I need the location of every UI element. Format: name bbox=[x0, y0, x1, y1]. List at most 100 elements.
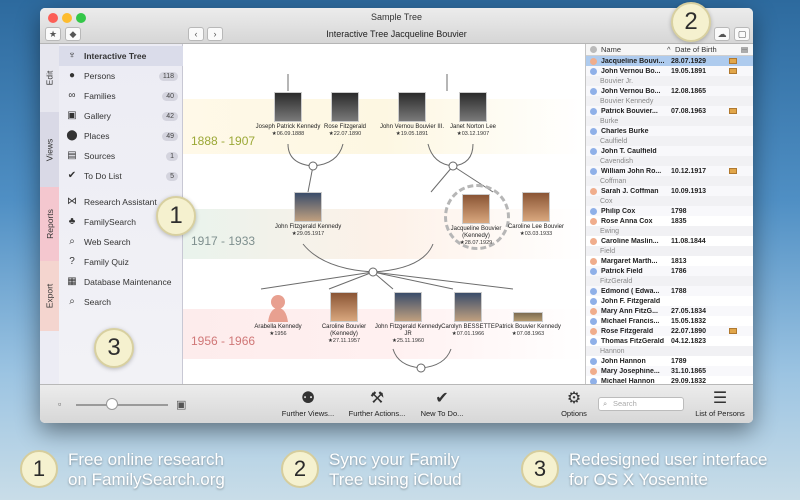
callout-2: 2 bbox=[671, 2, 711, 42]
zoom-slider-track[interactable] bbox=[76, 404, 168, 406]
list-item[interactable]: John F. Fitzgerald bbox=[586, 296, 753, 306]
list-item[interactable]: Mary Josephine...31.10.1865 bbox=[586, 366, 753, 376]
male-icon bbox=[590, 147, 597, 155]
sidebar-item-gallery[interactable]: ▣ Gallery 42 bbox=[59, 106, 183, 126]
sidebar-item-database-maintenance[interactable]: ▦ Database Maintenance bbox=[59, 272, 183, 292]
list-item[interactable]: Jacqueline Bouvi...28.07.1929 bbox=[586, 56, 753, 66]
list-item[interactable]: Edmond ( Edwa...1788 bbox=[586, 286, 753, 296]
window-title: Sample Tree bbox=[370, 12, 423, 22]
new-todo-button[interactable]: ✔ New To Do... bbox=[414, 389, 470, 418]
person-name: John Hannon bbox=[601, 357, 646, 365]
sidebar-item-familysearch[interactable]: ♣ FamilySearch bbox=[59, 212, 183, 232]
person-node[interactable]: Joseph Patrick Kennedy ★06.09.1888 bbox=[253, 92, 323, 138]
list-item[interactable]: Margaret Marth...1813 bbox=[586, 256, 753, 266]
sidebar-item-families[interactable]: ∞ Families 40 bbox=[59, 86, 183, 106]
checkmark-icon: ✔ bbox=[67, 170, 77, 181]
list-item[interactable]: Caroline Maslin...11.08.1844 bbox=[586, 236, 753, 246]
female-icon bbox=[590, 327, 597, 335]
person-name: Caroline Maslin... bbox=[601, 237, 659, 245]
search-placeholder: Search bbox=[613, 399, 637, 408]
minimize-window-button[interactable] bbox=[62, 13, 72, 23]
birth-date: 1789 bbox=[671, 357, 687, 365]
back-button[interactable]: ‹ bbox=[188, 27, 204, 41]
forward-button[interactable]: › bbox=[207, 27, 223, 41]
tag-icon[interactable]: ◆ bbox=[65, 27, 81, 41]
list-item[interactable]: John T. Caulfield bbox=[586, 146, 753, 156]
person-node[interactable]: Carolyn BESSETTE ★07.01.1966 bbox=[433, 292, 503, 338]
portrait-photo bbox=[331, 92, 359, 122]
column-header-name[interactable]: Name bbox=[601, 45, 622, 54]
tree-connectors bbox=[260, 74, 514, 373]
person-node[interactable]: Rose Fitzgerald ★22.07.1890 bbox=[310, 92, 380, 138]
birth-date: 1786 bbox=[671, 267, 687, 275]
portrait-photo bbox=[462, 194, 490, 224]
sidebar-toggle-icon[interactable]: ▢ bbox=[734, 27, 750, 41]
person-node-selected[interactable]: Jacqueline Bouvier (Kennedy) ★28.07.1929 bbox=[441, 194, 511, 247]
sidebar-item-interactive-tree[interactable]: ♆ Interactive Tree bbox=[59, 46, 183, 66]
list-item[interactable]: John Hannon 1789 bbox=[586, 356, 753, 366]
list-of-persons-button[interactable]: ☰ List of Persons bbox=[690, 389, 750, 418]
interactive-tree-canvas[interactable]: 1888 - 1907 1917 - 1933 1956 - 1966 bbox=[183, 44, 585, 384]
person-node[interactable]: John Vernou Bouvier III. ★19.05.1891 bbox=[377, 92, 447, 138]
tab-export[interactable]: Export bbox=[40, 261, 59, 331]
column-header-date[interactable]: Date of Birth bbox=[675, 45, 717, 54]
icloud-sync-icon[interactable]: ☁ bbox=[714, 27, 730, 41]
further-actions-button[interactable]: ⚒ Further Actions... bbox=[344, 389, 410, 418]
person-node[interactable]: John Fitzgerald Kennedy ★29.05.1917 bbox=[273, 192, 343, 238]
bottom-toolbar: ▫ ▣ ⚉ Further Views... ⚒ Further Actions… bbox=[40, 384, 753, 423]
zoom-slider-knob[interactable] bbox=[106, 398, 118, 410]
person-node[interactable]: Janet Norton Lee ★03.12.1907 bbox=[438, 92, 508, 138]
person-node[interactable]: Arabella Kennedy ★1956 bbox=[243, 292, 313, 338]
person-name: Mary Josephine... bbox=[601, 367, 660, 375]
zoom-window-button[interactable] bbox=[76, 13, 86, 23]
person-birth-date: ★25.11.1960 bbox=[391, 338, 425, 344]
list-item[interactable]: Patrick Bouvier...07.08.1963 bbox=[586, 106, 753, 116]
sidebar-item-search[interactable]: ⌕ Search bbox=[59, 292, 183, 312]
options-button[interactable]: ⚙ Options bbox=[554, 389, 594, 418]
person-node[interactable]: Caroline Bouvier (Kennedy) ★27.11.1957 bbox=[309, 292, 379, 345]
sidebar-item-research-assistant[interactable]: ⋈ Research Assistant bbox=[59, 192, 183, 212]
tab-reports[interactable]: Reports bbox=[40, 187, 59, 261]
list-item[interactable]: Michael Francis...15.05.1832 bbox=[586, 316, 753, 326]
person-node[interactable]: Patrick Bouvier Kennedy ★07.08.1963 bbox=[493, 292, 563, 338]
sidebar-item-persons[interactable]: ● Persons 118 bbox=[59, 66, 183, 86]
close-window-button[interactable] bbox=[48, 13, 58, 23]
list-item[interactable]: John Vernou Bo...12.08.1865 bbox=[586, 86, 753, 96]
zoom-in-icon[interactable]: ▣ bbox=[176, 399, 187, 411]
sidebar-item-todo-list[interactable]: ✔ To Do List 5 bbox=[59, 166, 183, 186]
sidebar-item-web-search[interactable]: ⌕ Web Search bbox=[59, 232, 183, 252]
list-item[interactable]: Mary Ann FitzG...27.05.1834 bbox=[586, 306, 753, 316]
sidebar-item-family-quiz[interactable]: ? Family Quiz bbox=[59, 252, 183, 272]
male-icon bbox=[590, 127, 597, 135]
person-name: Michael Francis... bbox=[601, 317, 660, 325]
tab-edit[interactable]: Edit bbox=[40, 44, 59, 112]
persons-list[interactable]: Name ^ Date of Birth ▤ Jacqueline Bouvi.… bbox=[585, 44, 753, 384]
search-icon: ⌕ bbox=[69, 296, 75, 307]
further-views-button[interactable]: ⚉ Further Views... bbox=[276, 389, 340, 418]
sidebar-item-sources[interactable]: ▤ Sources 1 bbox=[59, 146, 183, 166]
sidebar-item-label: Database Maintenance bbox=[84, 277, 172, 287]
list-item[interactable]: John Vernou Bo...19.05.1891 bbox=[586, 66, 753, 76]
database-icon: ▦ bbox=[67, 276, 77, 287]
list-item[interactable]: William John Ro...10.12.1917 bbox=[586, 166, 753, 176]
favorite-star-icon[interactable]: ★ bbox=[45, 27, 61, 41]
person-name: Margaret Marth... bbox=[601, 257, 658, 265]
tab-views[interactable]: Views bbox=[40, 112, 59, 187]
person-node[interactable]: Caroline Lee Bouvier ★03.03.1933 bbox=[501, 192, 571, 238]
feature-caption-strip: 1 Free online research on FamilySearch.o… bbox=[0, 434, 800, 500]
rings-icon: ∞ bbox=[68, 90, 76, 101]
tab-export-label: Export bbox=[44, 283, 55, 309]
sidebar-item-label: Places bbox=[84, 131, 110, 141]
person-node[interactable]: John Fitzgerald Kennedy JR ★25.11.1960 bbox=[373, 292, 443, 345]
zoom-out-icon[interactable]: ▫ bbox=[58, 399, 62, 409]
sidebar-item-places[interactable]: ⬤ Places 49 bbox=[59, 126, 183, 146]
list-item[interactable]: Charles Burke bbox=[586, 126, 753, 136]
search-input[interactable]: ⌕ Search bbox=[598, 397, 684, 411]
